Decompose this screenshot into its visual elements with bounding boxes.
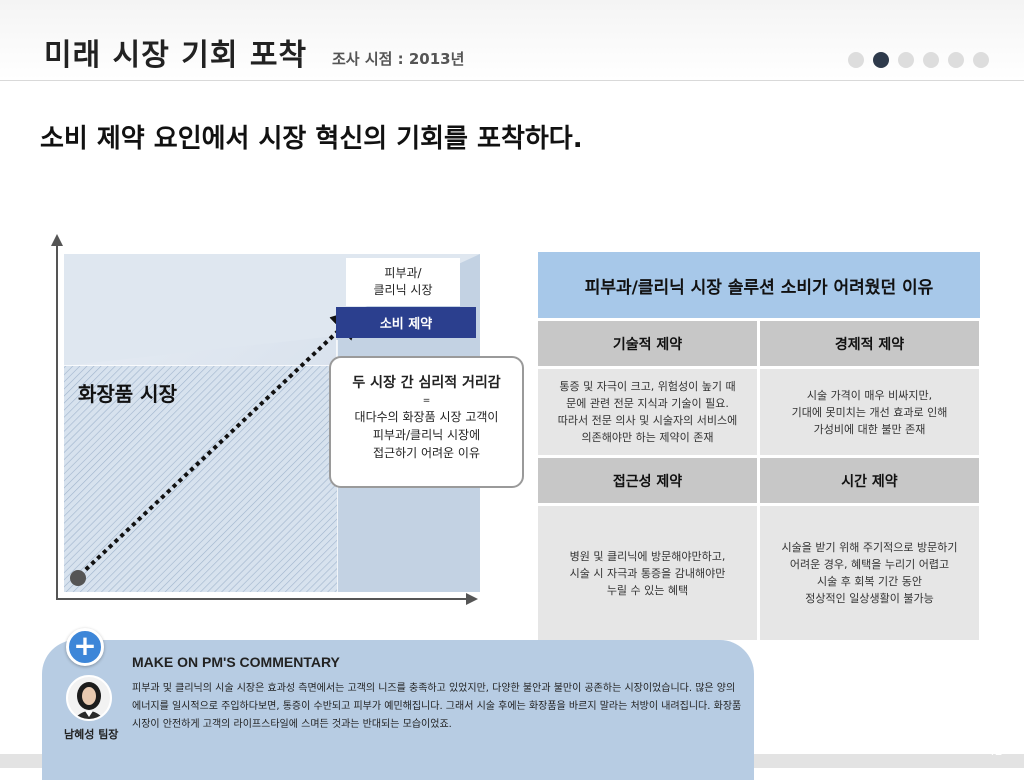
pagination-dots — [848, 52, 989, 68]
slide-header — [0, 0, 1024, 81]
person-icon — [68, 677, 110, 719]
author-name: 남혜성 팀장 — [64, 728, 119, 741]
plus-icon[interactable]: + — [66, 628, 104, 666]
growth-arrow — [78, 307, 364, 577]
reasons-table: 피부과/클리닉 시장 솔루션 소비가 어려웠던 이유 기술적 제약 경제적 제약… — [538, 252, 980, 640]
psychological-distance-callout: 두 시장 간 심리적 거리감 = 대다수의 화장품 시장 고객이 피부과/클리닉… — [329, 356, 524, 488]
page-number: 42 — [988, 744, 1004, 758]
reason-body-technical: 통증 및 자극이 크고, 위험성이 높기 때 문에 관련 전문 지식과 기술이 … — [538, 369, 757, 455]
avatar — [66, 675, 112, 721]
callout-main: 두 시장 간 심리적 거리감 — [352, 375, 501, 391]
callout-body: 대다수의 화장품 시장 고객이 피부과/클리닉 시장에 접근하기 어려운 이유 — [354, 410, 499, 460]
page-dot-3[interactable] — [898, 52, 914, 68]
reason-label-economic: 경제적 제약 — [760, 321, 979, 366]
page-title: 미래 시장 기회 포착 — [44, 38, 308, 73]
derm-clinic-market-label: 피부과/ 클리닉 시장 — [346, 258, 460, 306]
commentary-title: MAKE ON PM'S COMMENTARY — [132, 654, 340, 670]
slide-headline: 소비 제약 요인에서 시장 혁신의 기회를 포착하다. — [40, 124, 583, 154]
callout-equals: = — [422, 396, 431, 406]
page-dot-5[interactable] — [948, 52, 964, 68]
reason-label-technical: 기술적 제약 — [538, 321, 757, 366]
reason-body-economic: 시술 가격이 매우 비싸지만, 기대에 못미치는 개선 효과로 인해 가성비에 … — [760, 369, 979, 455]
reason-body-time: 시술을 받기 위해 주기적으로 방문하기 어려운 경우, 혜택을 누리기 어렵고… — [760, 506, 979, 640]
survey-date: 조사 시점 : 2013년 — [332, 50, 465, 68]
page-dot-2[interactable] — [873, 52, 889, 68]
cosmetics-market-area — [64, 366, 337, 592]
reason-body-access: 병원 및 클리닉에 방문해야만하고, 시술 시 자극과 통증을 감내해야만 누릴… — [538, 506, 757, 640]
origin-point — [70, 570, 86, 586]
reason-label-access: 접근성 제약 — [538, 458, 757, 503]
reasons-grid: 기술적 제약 경제적 제약 통증 및 자극이 크고, 위험성이 높기 때 문에 … — [538, 321, 980, 640]
page-dot-1[interactable] — [848, 52, 864, 68]
derm-clinic-text: 피부과/ 클리닉 시장 — [373, 266, 433, 297]
page-dot-4[interactable] — [923, 52, 939, 68]
page-dot-6[interactable] — [973, 52, 989, 68]
cosmetics-market-label: 화장품 시장 — [78, 382, 177, 406]
commentary-text: 피부과 및 클리닉의 시술 시장은 효과성 측면에서는 고객의 니즈를 충족하고… — [132, 683, 742, 730]
reasons-table-title: 피부과/클리닉 시장 솔루션 소비가 어려웠던 이유 — [538, 252, 980, 318]
pm-commentary-panel — [42, 640, 754, 780]
consumption-constraint-label: 소비 제약 — [336, 307, 476, 338]
reason-label-time: 시간 제약 — [760, 458, 979, 503]
